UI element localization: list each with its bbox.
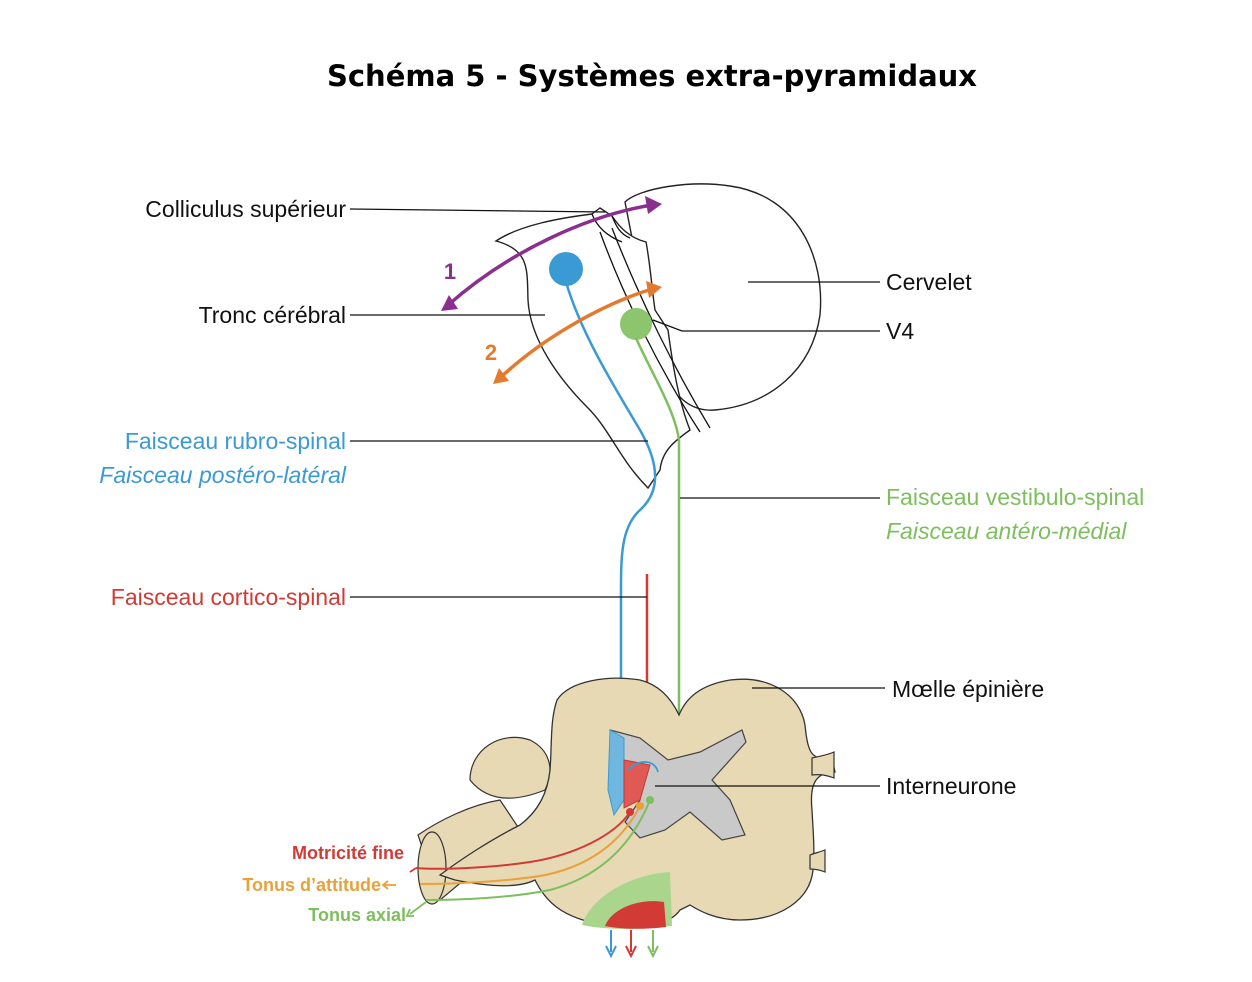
spinal-cord — [415, 677, 836, 959]
diagram-title: Schéma 5 - Systèmes extra-pyramidaux — [327, 59, 977, 93]
label-interneurone: Interneurone — [886, 773, 1016, 799]
label-vestibulo: Faisceau vestibulo-spinal — [886, 484, 1144, 510]
label-rubro-sub: Faisceau postéro-latéral — [99, 462, 347, 488]
label-tonus-attitude: Tonus d’attitude — [242, 875, 381, 895]
rubro-spinal-tract — [564, 281, 657, 680]
arrow-1-label: 1 — [444, 259, 456, 284]
arrow-1: 1 — [441, 196, 662, 311]
red-nucleus — [549, 252, 583, 286]
anterior-cortico-spinal-region — [605, 901, 666, 929]
label-tronc: Tronc cérébral — [199, 302, 346, 328]
vestibular-nucleus — [620, 308, 652, 340]
label-v4: V4 — [886, 318, 914, 344]
label-moelle: Mœlle épinière — [892, 676, 1044, 702]
label-vestibulo-sub: Faisceau antéro-médial — [886, 518, 1127, 544]
arrow-2-label: 2 — [485, 340, 497, 365]
label-motricite: Motricité fine — [292, 843, 404, 863]
label-colliculus: Colliculus supérieur — [145, 196, 346, 222]
rubro-spinal-region — [607, 729, 625, 817]
label-cervelet: Cervelet — [886, 269, 972, 295]
label-rubro: Faisceau rubro-spinal — [125, 428, 346, 454]
brainstem-cerebellum-outline — [494, 183, 822, 490]
label-cortico: Faisceau cortico-spinal — [111, 584, 346, 610]
cortico-spinal-region — [623, 759, 651, 809]
leader-lines — [349, 208, 885, 787]
vestibulo-spinal-tract — [634, 337, 681, 720]
label-tonus-axial: Tonus axial — [308, 905, 406, 925]
arrow-2: 2 — [485, 281, 662, 384]
